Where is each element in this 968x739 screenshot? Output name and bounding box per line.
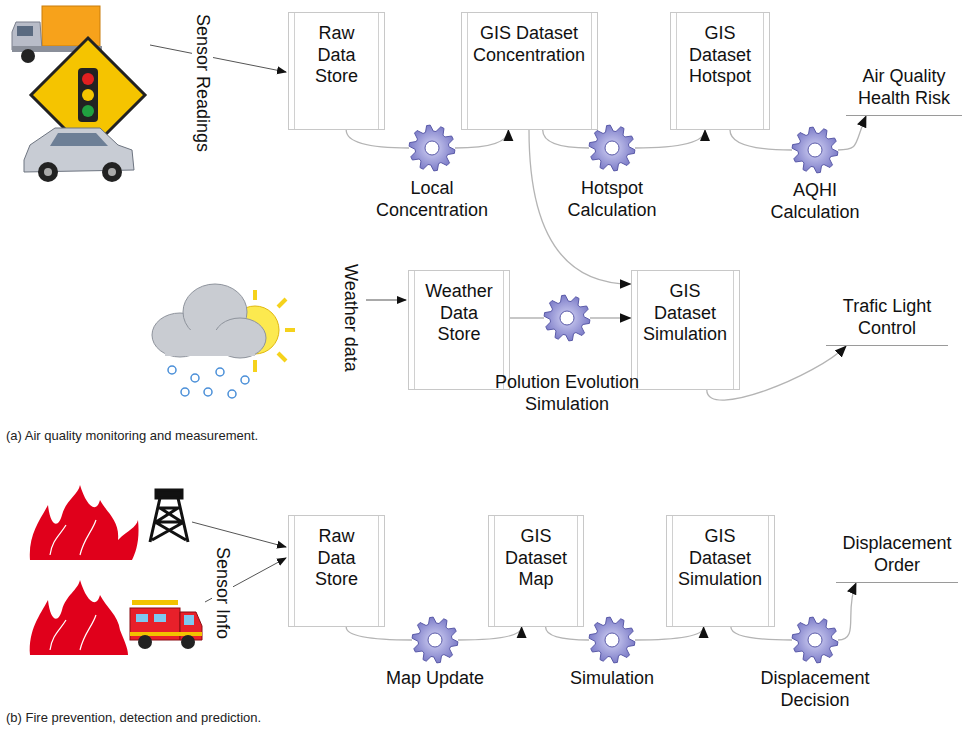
flow-label: Sensor Readings	[192, 12, 213, 154]
node-text: GIS Dataset Simulation	[677, 526, 764, 591]
process-label: Map Update	[385, 668, 486, 690]
sensor-arrow	[192, 522, 286, 547]
output-label: Air Quality Health Risk	[846, 66, 962, 116]
flow-connector	[838, 116, 866, 150]
process-gear: Local Concentration	[375, 124, 490, 221]
flow-label: Weather data	[340, 262, 361, 374]
output-label: Displacement Order	[836, 533, 958, 583]
node-text: Weather Data Store	[419, 281, 499, 346]
process-gear: Displacement Decision	[759, 616, 871, 711]
process-label: Local Concentration	[375, 178, 490, 221]
fire-truck-icon	[130, 600, 202, 649]
data-store: Weather Data Store	[408, 270, 510, 390]
figure-caption: (a) Air quality monitoring and measureme…	[6, 428, 258, 444]
data-store: Raw Data Store	[288, 12, 385, 130]
flow-connector	[458, 627, 522, 640]
flow-connector	[730, 130, 792, 150]
data-store: Raw Data Store	[288, 515, 385, 627]
process-gear: Map Update	[385, 616, 486, 690]
flow-connector	[590, 317, 631, 318]
gear-icon	[411, 616, 459, 664]
node-text: Displacement Order	[841, 533, 953, 576]
process-gear: Simulation	[569, 616, 656, 690]
node-text: GIS Dataset Hotspot	[681, 23, 759, 88]
node-text: Raw Data Store	[299, 526, 374, 591]
gear-icon	[791, 126, 839, 174]
figure-caption: (b) Fire prevention, detection and predi…	[6, 710, 261, 726]
weather-icon	[152, 284, 295, 398]
node-text: GIS Dataset Map	[499, 526, 573, 591]
process-label: AQHI Calculation	[769, 180, 861, 223]
node-text: Air Quality Health Risk	[851, 66, 957, 109]
node-text: GIS Dataset Simulation	[642, 281, 729, 346]
data-store: GIS Dataset Simulation	[666, 515, 775, 627]
flow-label: Sensor Info	[212, 545, 233, 641]
data-store: GIS Dataset Simulation	[631, 270, 740, 390]
flow-connector	[455, 130, 508, 148]
flow-connector	[346, 130, 409, 148]
flow-connector	[635, 130, 705, 148]
process-gear: AQHI Calculation	[769, 126, 861, 223]
sensor-arrow	[150, 45, 286, 72]
fire-icon	[30, 485, 139, 655]
flame-detail	[50, 520, 96, 650]
gear-icon	[588, 124, 636, 172]
flow-connector	[838, 583, 856, 640]
gear-icon	[543, 294, 591, 342]
flow-connector	[635, 627, 704, 640]
weather-arrow	[366, 300, 406, 301]
flow-connector	[543, 130, 589, 148]
process-gear: Polution Evolution Simulation	[467, 294, 667, 415]
node-text: Trafic Light Control	[831, 296, 943, 339]
process-label: Displacement Decision	[759, 668, 871, 711]
process-label: Polution Evolution Simulation	[467, 372, 667, 415]
process-label: Simulation	[569, 668, 656, 690]
gear-icon	[791, 616, 839, 664]
gear-icon	[588, 616, 636, 664]
process-label: Hotspot Calculation	[566, 178, 658, 221]
flow-connector	[510, 317, 544, 318]
gear-icon	[408, 124, 456, 172]
flow-connector	[731, 627, 792, 640]
data-store: GIS Dataset Map	[488, 515, 584, 627]
data-store: GIS Dataset Hotspot	[670, 12, 770, 130]
node-text: GIS Dataset Concentration	[472, 23, 587, 66]
process-gear: Hotspot Calculation	[566, 124, 658, 221]
node-text: Raw Data Store	[299, 23, 374, 88]
car-icon	[24, 128, 134, 182]
flow-connector	[546, 627, 589, 640]
tower-icon	[150, 490, 188, 542]
flow-connector	[346, 627, 412, 640]
data-store: GIS Dataset Concentration	[461, 12, 598, 130]
output-label: Trafic Light Control	[826, 296, 948, 346]
